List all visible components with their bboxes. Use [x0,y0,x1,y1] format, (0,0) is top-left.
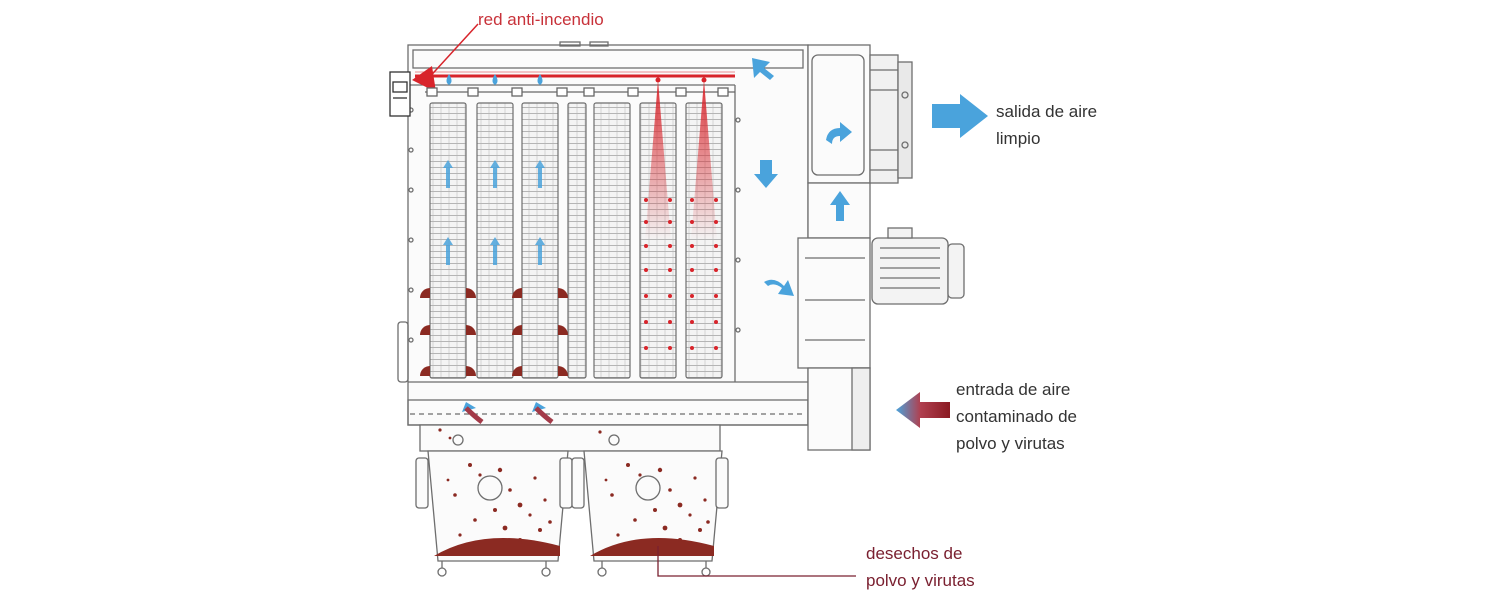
fire-sprinkler-jets [645,80,717,240]
blue-arrow-icon [764,279,794,296]
filter-header-rail [425,87,735,97]
dirty-air-inlet-label: entrada de aire contaminado de polvo y v… [956,380,1077,453]
blue-arrow-icon [830,191,850,221]
blue-arrow-icon [443,160,453,188]
leader-lines [424,23,856,577]
falling-dust-particles [438,428,710,547]
waste-hoppers [415,424,729,577]
waste-leader [657,546,856,577]
fire-network-valve [389,71,411,117]
waste-label: desechos de polvo y virutas [866,544,975,590]
hopper-inflow-arrows [462,402,554,424]
clean-air-outlet-label: salida de aire limpio [996,102,1098,148]
blue-arrow-icon [490,237,500,265]
filter-cartridge [567,102,587,379]
blue-arrow-icon [752,58,774,80]
fan-motor [871,227,965,305]
red-gradient-arrow-icon [896,392,950,428]
filter-cartridge [593,102,631,379]
clean-air-outlet-arrow [932,94,988,138]
blue-arrow-icon [443,237,453,265]
clean-air-droplets [446,74,543,85]
fire-network-pipe [412,66,735,92]
blue-arrow-icon [535,237,545,265]
blue-arrow-icon [754,160,778,188]
dust-piles [434,538,714,556]
blue-arrow-icon [535,160,545,188]
blue-arrow-icon [826,122,852,144]
blue-arrow-icon [932,94,988,138]
blue-arrow-icon [490,160,500,188]
dust-deposits [420,288,568,376]
upflow-arrows [443,160,545,265]
dirty-air-inlet-arrow [896,392,950,428]
fan-airflow-arrows [752,58,852,296]
fire-sprinkler-nozzles [644,77,718,350]
fire-network-label: red anti-incendio [478,10,604,29]
fan-unit [797,44,913,451]
fire-network-leader [424,23,479,83]
